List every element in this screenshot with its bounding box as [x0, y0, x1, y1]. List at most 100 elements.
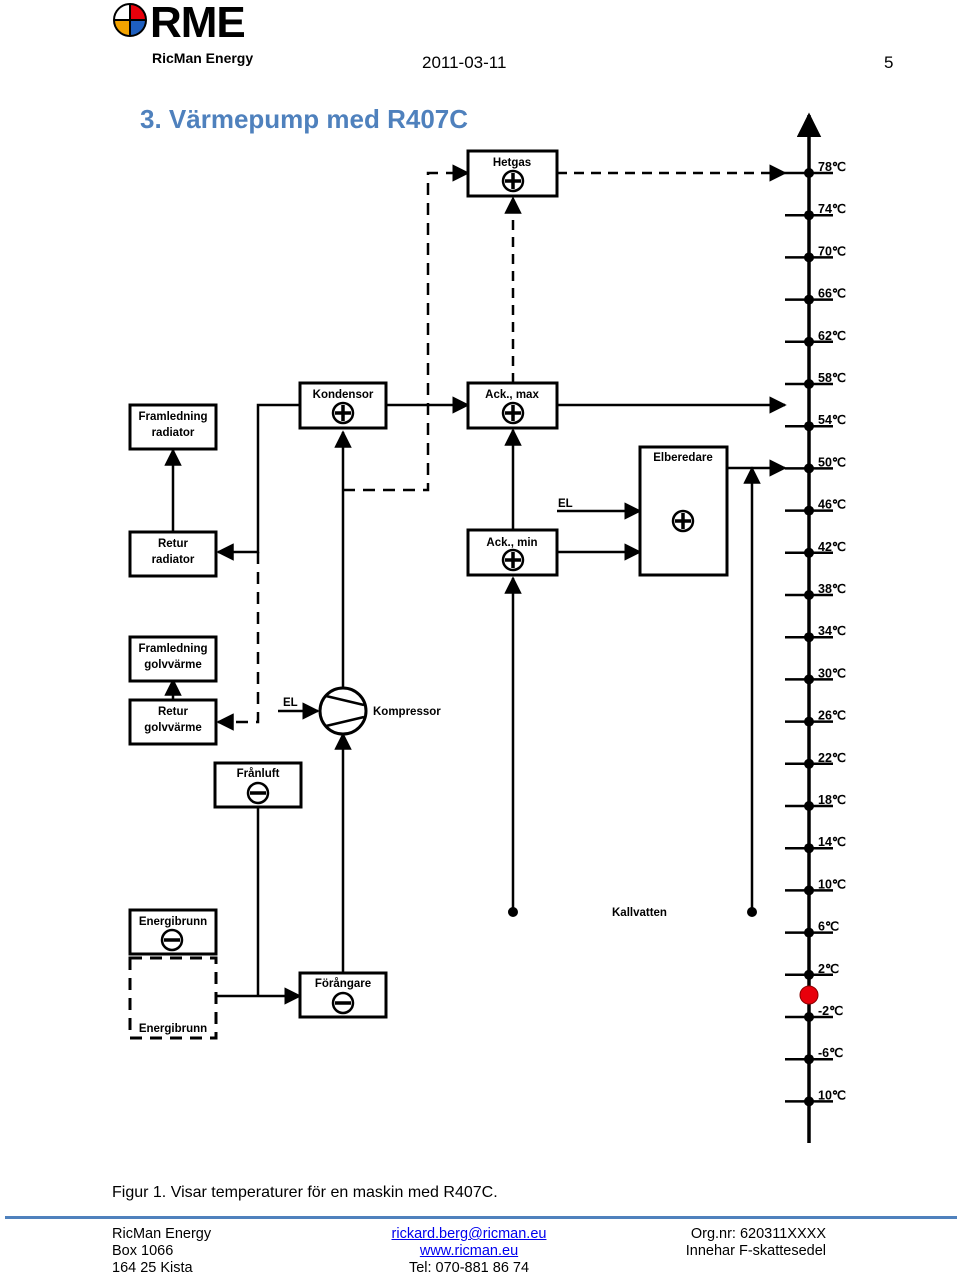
scale-point — [804, 801, 814, 811]
scale-point — [804, 463, 814, 474]
box-franluft-label: Frånluft — [237, 768, 280, 780]
scale-label: -2℃ — [818, 1004, 843, 1018]
el-label-compressor: EL — [283, 697, 298, 709]
box-framledning-radiator: Framledning radiator — [128, 403, 218, 451]
scale-point — [804, 758, 814, 769]
box-ack-max: Ack., max — [466, 381, 559, 430]
scale-label: 2℃ — [818, 962, 839, 976]
box-forangare-label: Förångare — [315, 978, 371, 990]
kondensor-left-branch-line — [216, 403, 300, 561]
scale-point — [804, 969, 814, 980]
box-franluft: Frånluft — [213, 761, 303, 809]
scale-label: 10℃ — [818, 1088, 846, 1102]
footer-contact: rickard.berg@ricman.eu www.ricman.eu Tel… — [390, 1226, 548, 1277]
scale-label: 70℃ — [818, 244, 846, 258]
box-retur-golv-line1: Retur — [158, 706, 189, 718]
scale-label: 18℃ — [818, 793, 846, 807]
footer-f-skatt: Innehar F-skattesedel — [685, 1243, 826, 1259]
scale-point — [804, 505, 814, 516]
box-retur-golvvarme: Retur golvvärme — [128, 698, 218, 746]
logo-subtitle: RicMan Energy — [152, 50, 254, 66]
plus-icon — [501, 548, 525, 572]
box-elberedare-label: Elberedare — [653, 452, 712, 464]
box-energibrunn: Energibrunn — [128, 908, 218, 956]
minus-icon — [331, 991, 355, 1015]
plus-icon — [501, 169, 525, 193]
scale-label: 78℃ — [818, 160, 846, 174]
kallvatten-label: Kallvatten — [612, 907, 667, 919]
logo-quad-icon — [113, 3, 147, 37]
box-hetgas-label: Hetgas — [493, 157, 531, 169]
box-retur-radiator-line1: Retur — [158, 538, 189, 550]
plus-icon — [501, 401, 525, 425]
scale-point — [804, 210, 814, 221]
footer-email-link[interactable]: rickard.berg@ricman.eu — [391, 1226, 547, 1242]
box-energibrunn-optional-label: Energibrunn — [139, 1023, 207, 1035]
footer-orgnr: Org.nr: 620311XXXX — [690, 1226, 826, 1242]
box-framledning-golv-line1: Framledning — [138, 643, 207, 655]
figure-caption: Figur 1. Visar temperaturer för en maski… — [112, 1184, 498, 1201]
footer-org: Org.nr: 620311XXXX Innehar F-skattesedel — [660, 1226, 826, 1260]
scale-label: 62℃ — [818, 329, 846, 343]
scale-point — [804, 674, 814, 685]
page-number: 5 — [884, 53, 894, 72]
scale-label: 30℃ — [818, 666, 846, 680]
hetgas-dashed-line — [343, 164, 470, 492]
scale-point — [804, 1054, 814, 1065]
scale-point — [804, 716, 814, 727]
box-framledning-golvvarme: Framledning golvvärme — [128, 635, 218, 683]
scale-label: 14℃ — [818, 835, 846, 849]
box-elberedare: Elberedare — [638, 445, 729, 577]
scale-label: 42℃ — [818, 540, 846, 554]
box-forangare: Förångare — [298, 971, 388, 1019]
scale-label: 10℃ — [818, 877, 846, 891]
scale-point — [804, 547, 814, 558]
scale-point — [804, 1096, 814, 1107]
scale-point — [804, 1012, 814, 1022]
heat-pump-diagram: Hetgas Kondensor Ack., max Ack., min Elb… — [128, 112, 846, 1143]
scale-label: -6℃ — [818, 1046, 843, 1060]
box-ack-min: Ack., min — [466, 528, 559, 577]
box-retur-golv-line2: golvvärme — [144, 722, 202, 734]
box-energibrunn-optional: Energibrunn — [128, 956, 218, 1040]
scale-label: 38℃ — [818, 582, 846, 596]
box-kondensor: Kondensor — [298, 381, 388, 430]
footer-phone: Tel: 070-881 86 74 — [408, 1260, 530, 1276]
logo-text: RME — [150, 0, 246, 47]
scale-label: 66℃ — [818, 287, 846, 301]
current-temperature-marker — [799, 985, 819, 1005]
box-framledning-golv-line2: golvvärme — [144, 659, 202, 671]
scale-point — [804, 379, 814, 389]
box-ack-max-label: Ack., max — [485, 389, 539, 401]
plus-icon — [671, 509, 695, 533]
box-retur-radiator-line2: radiator — [152, 554, 195, 566]
footer-box: Box 1066 — [112, 1243, 174, 1259]
box-ack-min-label: Ack., min — [486, 537, 537, 549]
footer-city: 164 25 Kista — [112, 1260, 193, 1276]
footer-company: RicMan Energy Box 1066 164 25 Kista — [112, 1226, 211, 1277]
box-framledning-radiator-line1: Framledning — [138, 411, 207, 423]
plus-icon — [331, 401, 355, 425]
box-framledning-radiator-line2: radiator — [152, 427, 195, 439]
scale-point — [804, 294, 814, 305]
scale-point — [804, 885, 814, 896]
scale-label: 34℃ — [818, 624, 846, 638]
footer-website-link[interactable]: www.ricman.eu — [419, 1243, 519, 1259]
page-title: 3. Värmepump med R407C — [140, 104, 469, 134]
scale-label: 46℃ — [818, 498, 846, 512]
kallvatten-dot-1 — [508, 907, 518, 917]
scale-label: 22℃ — [818, 751, 846, 765]
scale-label: 54℃ — [818, 413, 846, 427]
scale-point — [804, 590, 814, 600]
el-label-elberedare: EL — [558, 498, 573, 510]
scale-label: 6℃ — [818, 920, 839, 934]
footer-company-name: RicMan Energy — [112, 1226, 212, 1242]
rme-logo — [113, 3, 147, 37]
minus-icon — [160, 928, 184, 952]
golv-dashed-line — [216, 552, 260, 731]
scale-label: 58℃ — [818, 371, 846, 385]
scale-point — [804, 843, 814, 854]
header-date: 2011-03-11 — [422, 53, 507, 72]
minus-icon — [246, 781, 270, 805]
box-kondensor-label: Kondensor — [313, 389, 374, 401]
